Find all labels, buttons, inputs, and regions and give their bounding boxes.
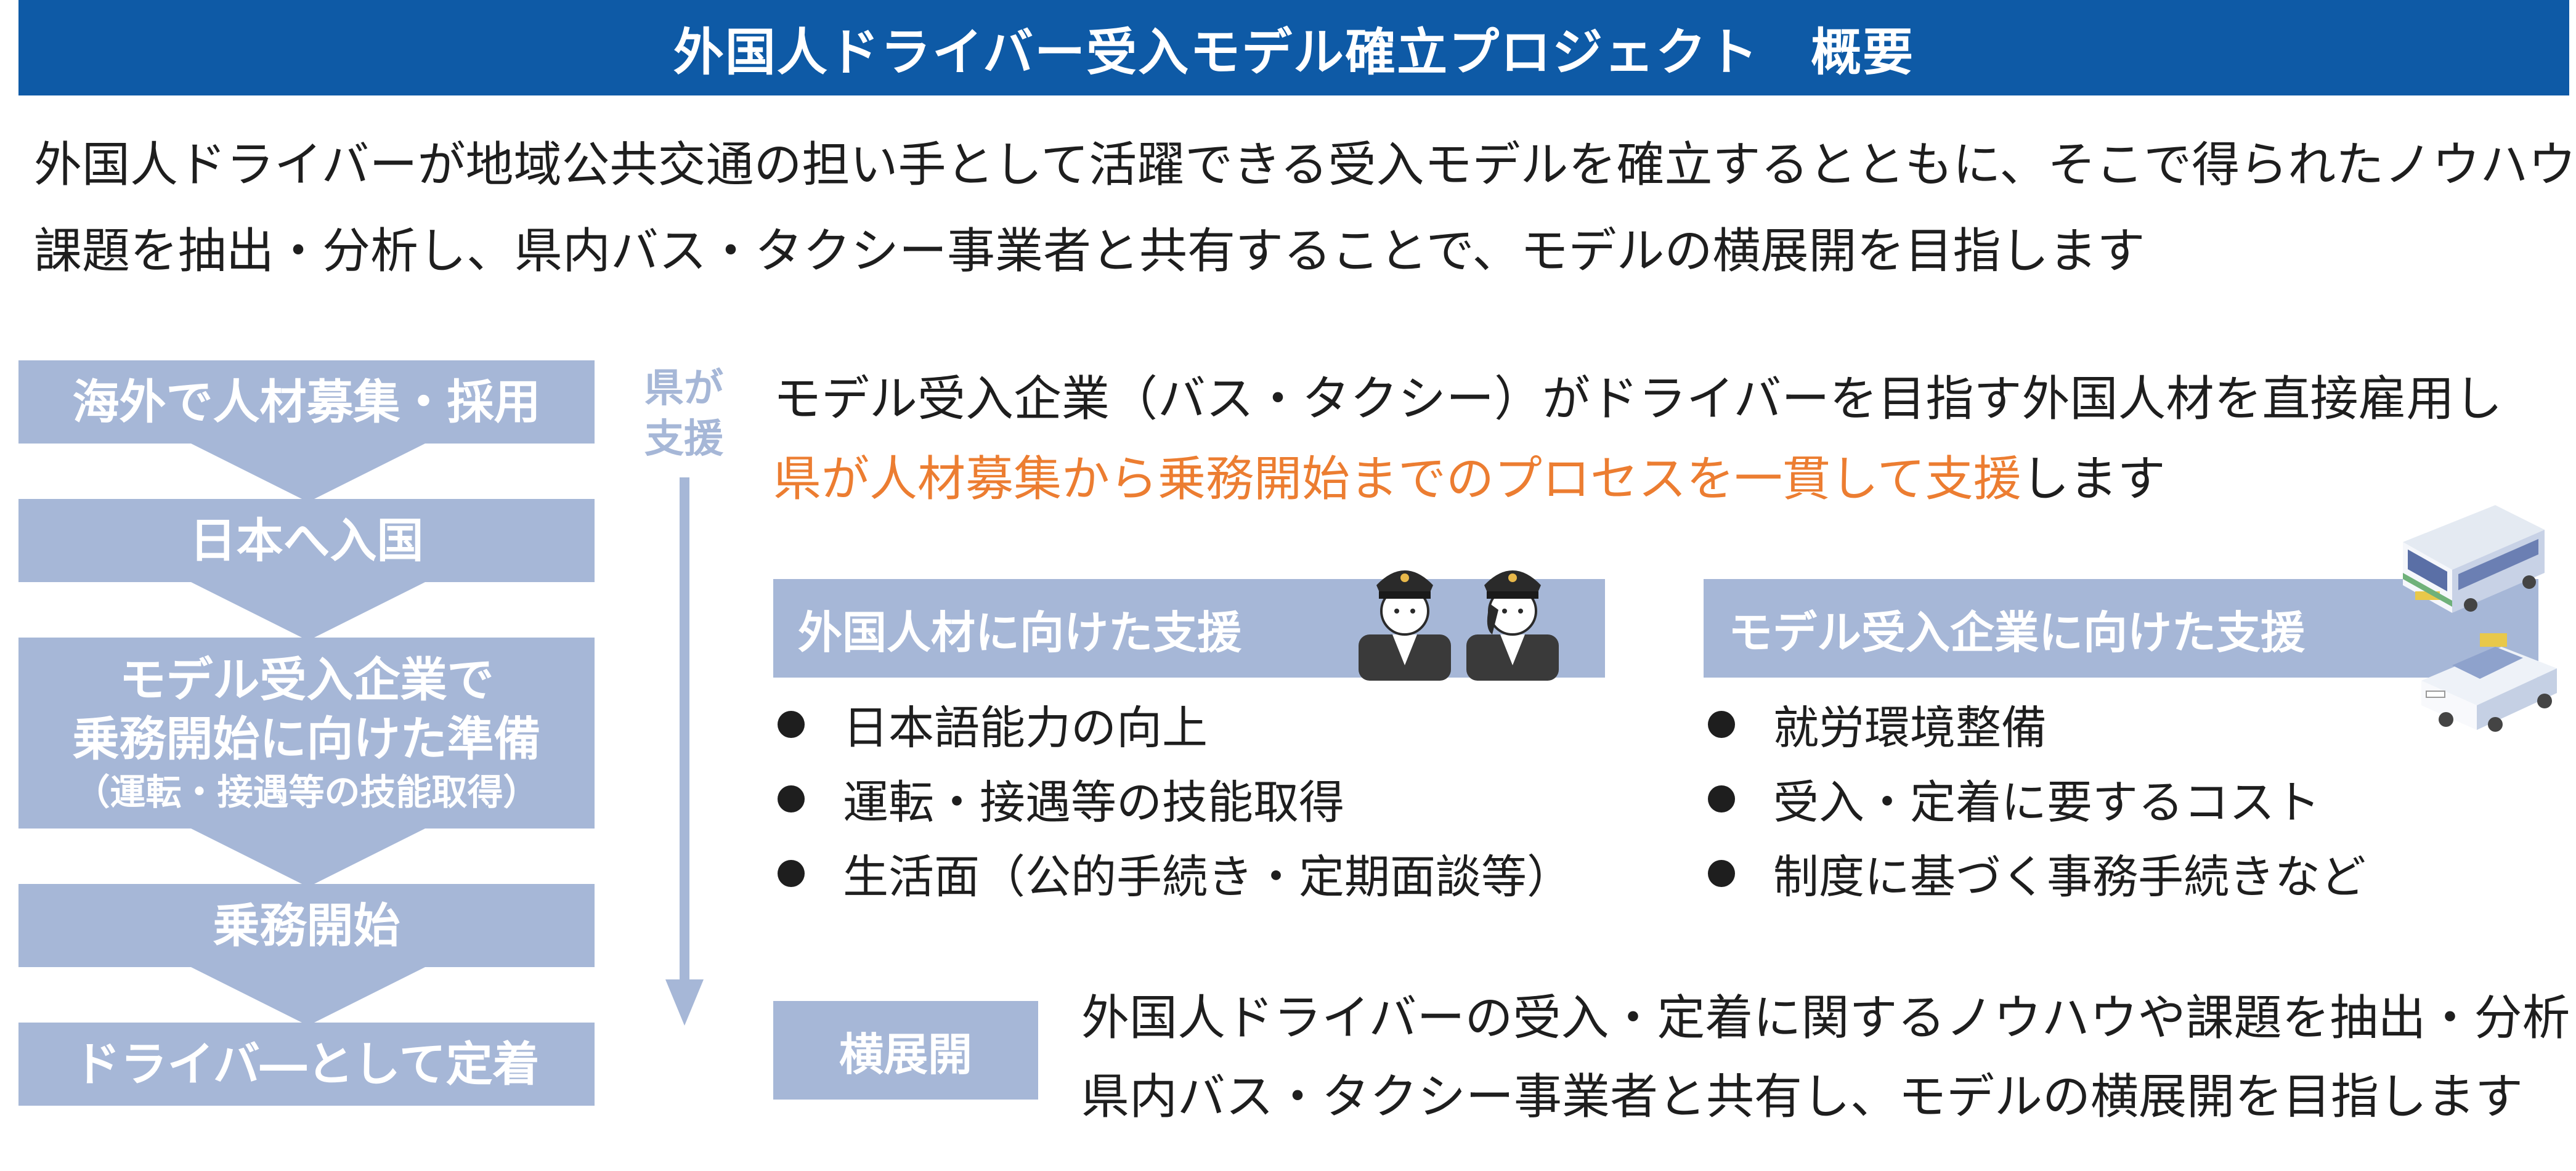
support-label: 県が 支援 — [635, 363, 733, 464]
flow-step-label: モデル受入企業で — [119, 652, 494, 707]
foreign-support-header: 外国人材に向けた支援 — [773, 579, 1605, 678]
company-support-header: モデル受入企業に向けた支援 — [1704, 579, 2538, 678]
bullet-icon — [1708, 785, 1735, 812]
company-support-title: モデル受入企業に向けた支援 — [1728, 606, 2306, 658]
bullet-icon — [778, 785, 805, 812]
flow-arrow — [191, 967, 425, 1026]
bullet-icon — [1708, 710, 1735, 738]
driver-illustration-icon — [1359, 570, 1559, 681]
list-item: 生活面（公的手続き・定期面談等） — [778, 840, 1572, 906]
support-label-line: 県が — [644, 366, 723, 411]
main-description-rest: します — [2021, 452, 2166, 507]
foreign-support-title: 外国人材に向けた支援 — [798, 606, 1242, 658]
list-item: 運転・接遇等の技能取得 — [778, 766, 1344, 832]
title-bar: 外国人ドライバー受入モデル確立プロジェクト 概要 — [18, 0, 2569, 95]
intro-line-1: 外国人ドライバーが地域公共交通の担い手として活躍できる受入モデルを確立するととも… — [34, 137, 2576, 193]
arrow-down-icon — [665, 979, 704, 1026]
list-item-text: 受入・定着に要するコスト — [1773, 776, 2320, 829]
flow-step-label: ドライバ―として定着 — [73, 1036, 540, 1092]
main-description-line-2: 県が人材募集から乗務開始までのプロセスを一貫して支援します — [773, 440, 2166, 509]
flow-step-note: （運転・接遇等の技能取得） — [74, 771, 539, 813]
yokotenkai-label-box: 横展開 — [773, 1001, 1038, 1100]
flow-step-preparation: モデル受入企業で 乗務開始に向けた準備 （運転・接遇等の技能取得） — [18, 638, 595, 829]
flow-step-entry: 日本へ入国 — [18, 499, 595, 582]
highlight-text: 県が人材募集から乗務開始までのプロセスを一貫して支援 — [773, 452, 2021, 507]
yokotenkai-line-1: 外国人ドライバーの受入・定着に関するノウハウや課題を抽出・分析 — [1081, 991, 2570, 1046]
support-label-line: 支援 — [644, 416, 723, 462]
list-item-text: 日本語能力の向上 — [843, 702, 1208, 755]
list-item: 制度に基づく事務手続きなど — [1708, 840, 2366, 906]
flow-step-label: 乗務開始に向けた準備 — [72, 711, 541, 766]
flow-step-start-duty: 乗務開始 — [18, 884, 595, 967]
flow-arrow — [191, 582, 425, 641]
flow-arrow — [191, 444, 425, 502]
bullet-icon — [1708, 859, 1735, 887]
bullet-icon — [778, 859, 805, 887]
flow-step-recruit: 海外で人材募集・採用 — [18, 360, 595, 444]
list-item: 日本語能力の向上 — [778, 691, 1208, 757]
yokotenkai-label: 横展開 — [839, 1028, 972, 1080]
flow-step-label: 乗務開始 — [213, 897, 400, 953]
bus-illustration-icon — [2403, 505, 2545, 613]
bullet-icon — [778, 710, 805, 738]
taxi-illustration-icon — [2421, 633, 2557, 732]
intro-line-2: 課題を抽出・分析し、県内バス・タクシー事業者と共有することで、モデルの横展開を目… — [34, 224, 2145, 279]
flow-step-label: 日本へ入国 — [189, 513, 424, 568]
flow-step-label: 海外で人材募集・採用 — [72, 374, 541, 429]
page-title: 外国人ドライバー受入モデル確立プロジェクト 概要 — [673, 23, 1915, 82]
flow-arrow — [191, 829, 425, 887]
list-item-text: 制度に基づく事務手続きなど — [1773, 851, 2366, 904]
support-arrow-shaft — [680, 477, 689, 979]
main-description-line-1: モデル受入企業（バス・タクシー）がドライバーを目指す外国人材を直接雇用し — [773, 371, 2503, 427]
list-item: 就労環境整備 — [1708, 691, 2047, 757]
list-item: 受入・定着に要するコスト — [1708, 766, 2320, 832]
flow-step-settle: ドライバ―として定着 — [18, 1023, 595, 1106]
yokotenkai-line-2: 県内バス・タクシー事業者と共有し、モデルの横展開を目指します — [1081, 1069, 2524, 1125]
list-item-text: 就労環境整備 — [1773, 702, 2047, 755]
list-item-text: 生活面（公的手続き・定期面談等） — [843, 851, 1572, 904]
list-item-text: 運転・接遇等の技能取得 — [843, 776, 1344, 829]
